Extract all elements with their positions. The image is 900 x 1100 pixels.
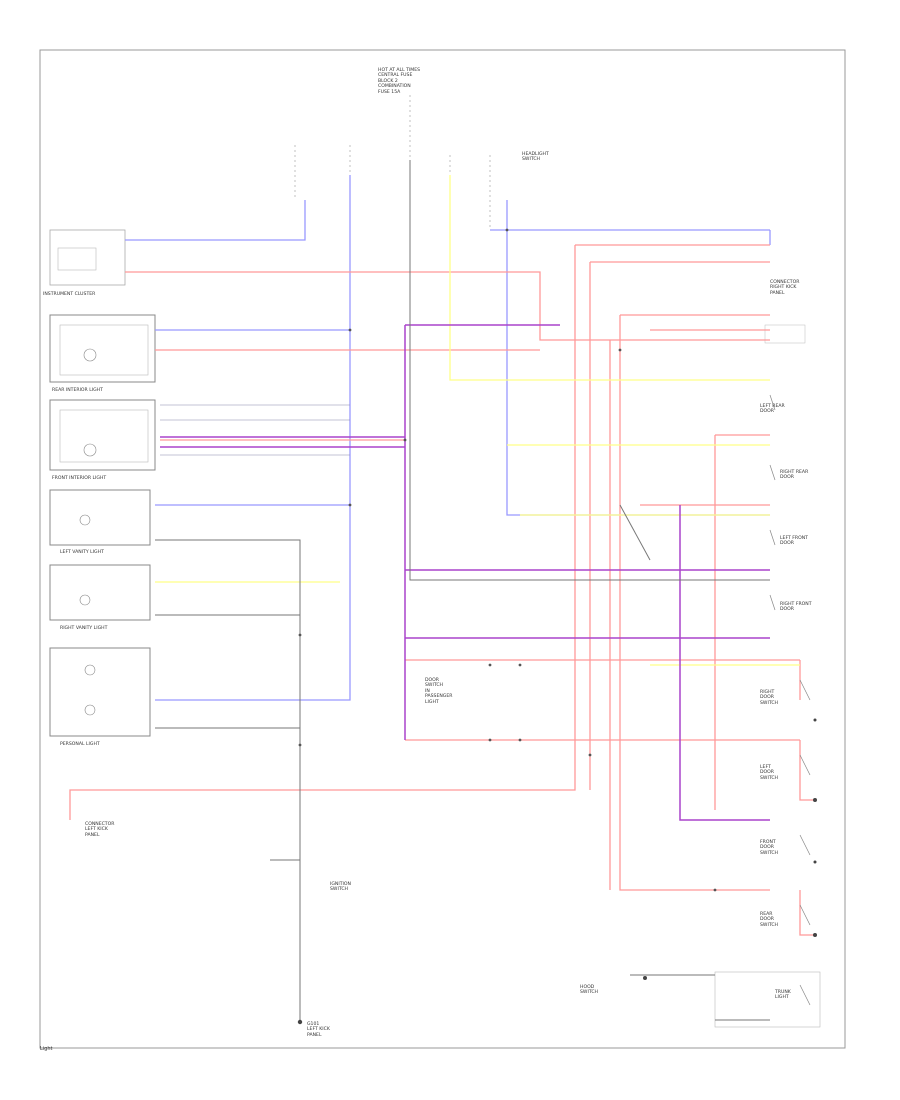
right-rear-door-label: RIGHT REAR DOOR [780, 470, 809, 481]
left-vanity-light-label: LEFT VANITY LIGHT [60, 550, 104, 555]
trunk-light-label: TRUNK LIGHT [775, 990, 791, 1001]
diagram-frame [39, 49, 846, 1049]
trunk-switch-box [714, 971, 821, 1028]
ground-symbols [297, 718, 817, 1025]
hood-switch-label: HOOD SWITCH [580, 985, 599, 996]
rear-interior-light-box [49, 314, 156, 383]
top-fuse-label: HOT AT ALL TIMES CENTRAL FUSE BLOCK 2 CO… [378, 68, 421, 95]
right-door-switch-label: RIGHT DOOR SWITCH [760, 690, 779, 706]
right-switch-symbols [769, 394, 811, 1006]
diagram-footer: Light [40, 1046, 53, 1052]
connector-right-label: CONNECTOR RIGHT KICK PANEL [770, 280, 800, 296]
left-door-switch-label: LEFT DOOR SWITCH [760, 765, 779, 781]
rear-interior-light-label: REAR INTERIOR LIGHT [52, 388, 103, 393]
front-interior-light-label: FRONT INTERIOR LIGHT [52, 476, 107, 481]
misc-short-wires [160, 404, 350, 456]
ignition-switch-label: IGNITION SWITCH [330, 882, 351, 893]
splice-points [298, 228, 717, 892]
supply-lines [294, 95, 491, 230]
left-vanity-light-box [49, 489, 151, 546]
ground-label: G101 LEFT KICK PANEL [307, 1022, 330, 1038]
right-vanity-light-box [49, 564, 151, 621]
rear-door-switch-label: REAR DOOR SWITCH [760, 912, 779, 928]
door-module-label: DOOR SWITCH IN PASSENGER LIGHT [425, 678, 453, 705]
personal-light-box [49, 647, 151, 737]
left-rear-door-label: LEFT REAR DOOR [760, 404, 785, 415]
right-vanity-light-label: RIGHT VANITY LIGHT [60, 626, 108, 631]
right-front-door-label: RIGHT FRONT DOOR [780, 602, 812, 613]
personal-light-label: PERSONAL LIGHT [60, 742, 100, 747]
front-interior-light-box [49, 399, 156, 471]
instrument-cluster-label: INSTRUMENT CLUSTER [43, 292, 96, 297]
front-door-switch-label: FRONT DOOR SWITCH [760, 840, 779, 856]
left-front-door-label: LEFT FRONT DOOR [780, 536, 808, 547]
connector-left-label: CONNECTOR LEFT KICK PANEL [85, 822, 115, 838]
instrument-cluster-box [49, 229, 126, 286]
red-wires [69, 244, 815, 936]
purple-wires [160, 324, 770, 821]
door-connector-box [764, 324, 806, 344]
headlight-switch-label: HEADLIGHT SWITCH [522, 152, 549, 163]
yellow-wires [155, 175, 800, 666]
gray-wires [155, 160, 770, 1021]
